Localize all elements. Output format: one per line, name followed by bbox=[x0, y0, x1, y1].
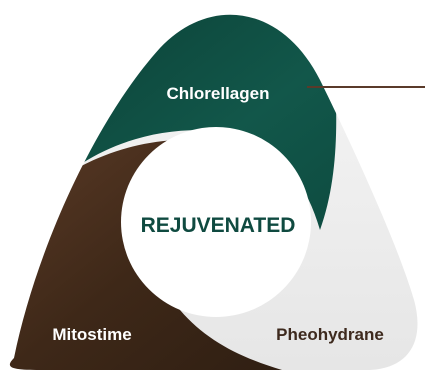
center-circle bbox=[121, 127, 311, 317]
pheohydrane-label: Pheohydrane bbox=[276, 325, 384, 344]
mitostime-label: Mitostime bbox=[52, 325, 131, 344]
chlorellagen-label: Chlorellagen bbox=[167, 84, 270, 103]
center-label: REJUVENATED bbox=[141, 214, 296, 237]
